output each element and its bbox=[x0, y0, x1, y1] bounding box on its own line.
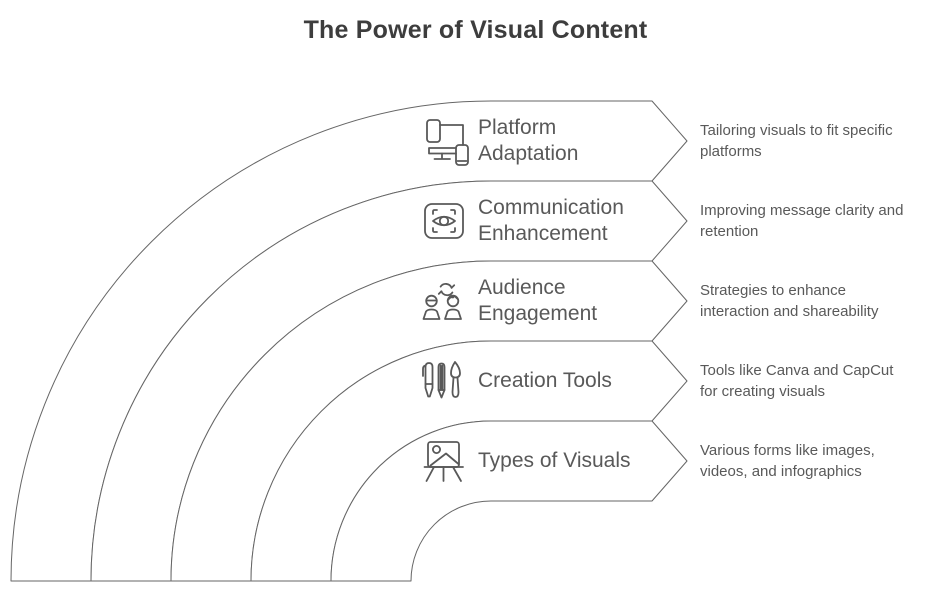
drawing-tools-icon bbox=[419, 356, 469, 406]
band-label: Audience Engagement bbox=[478, 276, 598, 325]
band-creation-tools: Creation Tools Tools like Canva and CapC… bbox=[0, 341, 951, 421]
band-description: Various forms like images, videos, and i… bbox=[700, 442, 875, 480]
page-title: The Power of Visual Content bbox=[303, 16, 648, 44]
band-platform-adaptation: Platform Adaptation Tailoring visuals to… bbox=[0, 101, 951, 181]
band-label: Creation Tools bbox=[478, 369, 612, 392]
band-description: Tailoring visuals to fit specific platfo… bbox=[700, 122, 893, 160]
devices-sync-icon bbox=[419, 116, 469, 166]
band-shape-5 bbox=[330, 420, 688, 582]
band-description: Improving message clarity and retention bbox=[700, 202, 904, 240]
band-description: Strategies to enhance interaction and sh… bbox=[700, 282, 879, 320]
band-audience-engagement: Audience Engagement Strategies to enhanc… bbox=[0, 261, 951, 341]
band-communication-enhancement: Communication Enhancement Improving mess… bbox=[0, 181, 951, 261]
easel-picture-icon bbox=[419, 436, 469, 486]
band-description: Tools like Canva and CapCut for creating… bbox=[700, 362, 894, 400]
band-label: Communication Enhancement bbox=[478, 196, 624, 245]
band-label: Platform Adaptation bbox=[478, 116, 579, 165]
people-cycle-icon bbox=[419, 276, 469, 326]
band-types-of-visuals: Types of Visuals Various forms like imag… bbox=[0, 421, 951, 501]
band-label: Types of Visuals bbox=[478, 449, 631, 472]
eye-focus-icon bbox=[419, 196, 469, 246]
